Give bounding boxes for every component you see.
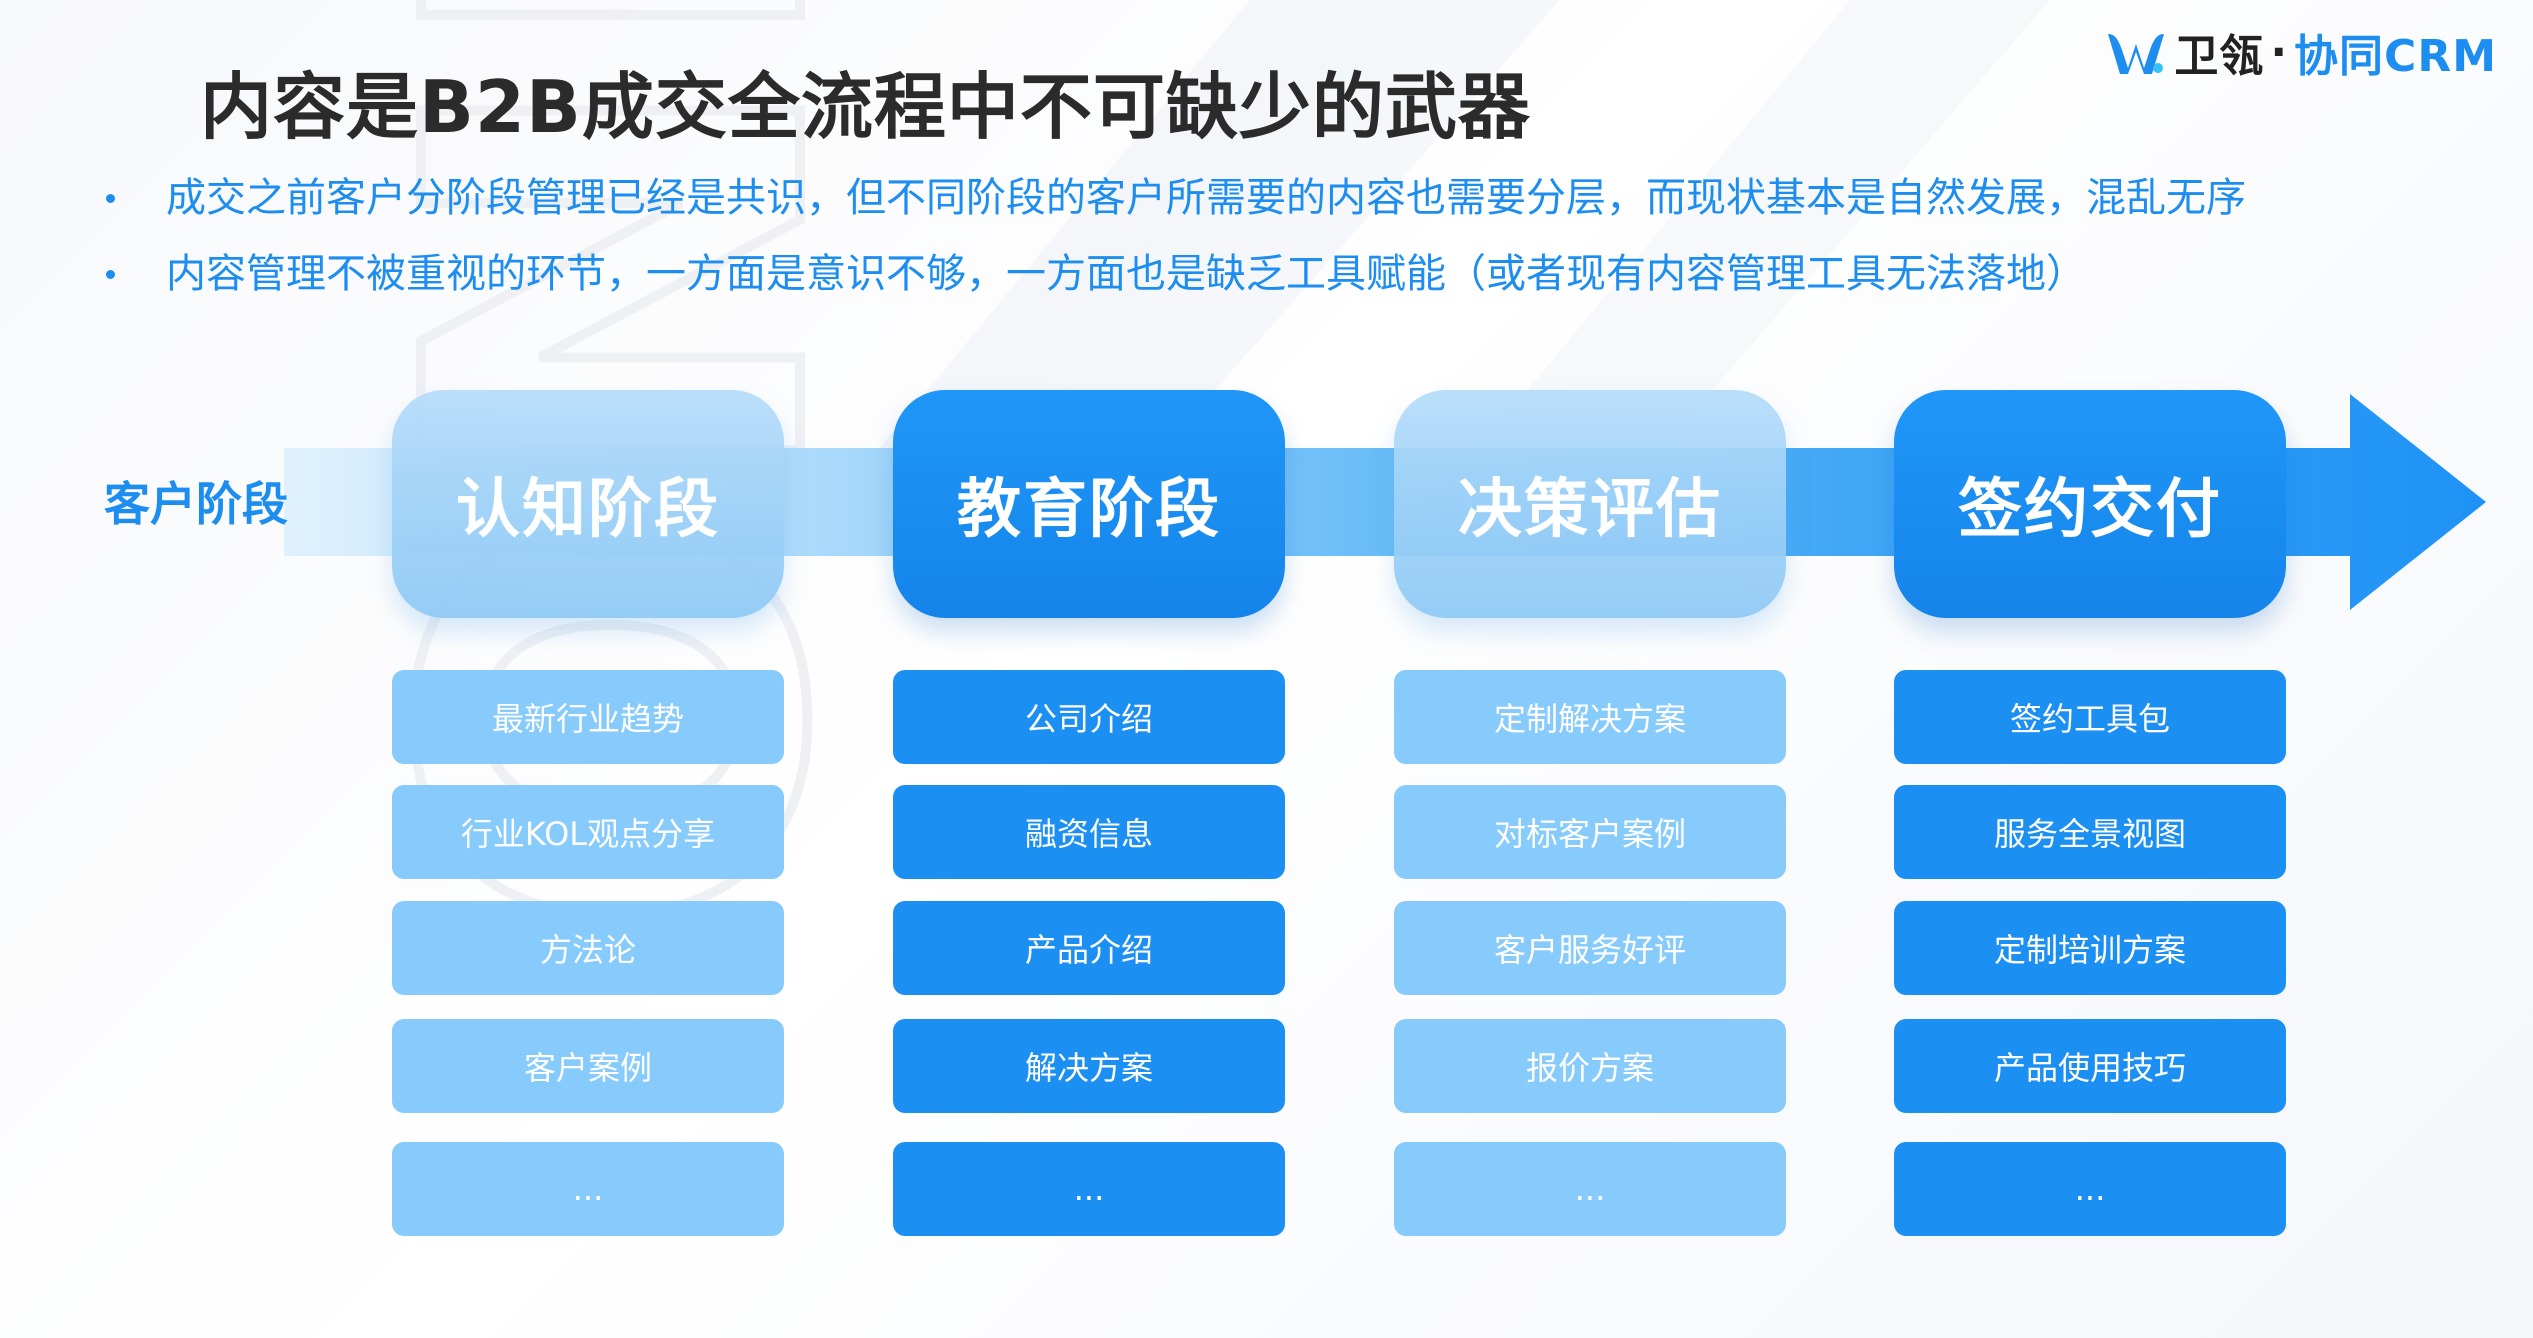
content-card: ... [1894, 1142, 2286, 1236]
brand-product: 协同CRM [2294, 31, 2497, 82]
content-card: 行业KOL观点分享 [392, 785, 784, 879]
content-card: 客户案例 [392, 1019, 784, 1113]
content-card: 定制解决方案 [1394, 670, 1786, 764]
content-card: 产品使用技巧 [1894, 1019, 2286, 1113]
content-card: ... [1394, 1142, 1786, 1236]
content-card: ... [392, 1142, 784, 1236]
brand-dot: · [2270, 26, 2289, 78]
bullet-item: 成交之前客户分阶段管理已经是共识，但不同阶段的客户所需要的内容也需要分层，而现状… [100, 168, 2246, 244]
brand-name: 卫瓴 [2174, 31, 2265, 82]
row-label-customer-stage: 客户阶段 [104, 477, 288, 531]
content-card: 解决方案 [893, 1019, 1285, 1113]
content-card: 融资信息 [893, 785, 1285, 879]
content-card: 产品介绍 [893, 901, 1285, 995]
content-card: 客户服务好评 [1394, 901, 1786, 995]
stage-decision: 决策评估 [1394, 390, 1786, 618]
content-card: 服务全景视图 [1894, 785, 2286, 879]
content-card: 定制培训方案 [1894, 901, 2286, 995]
content-card: ... [893, 1142, 1285, 1236]
stage-awareness: 认知阶段 [392, 390, 784, 618]
content-card: 对标客户案例 [1394, 785, 1786, 879]
bullet-list: 成交之前客户分阶段管理已经是共识，但不同阶段的客户所需要的内容也需要分层，而现状… [100, 168, 2246, 320]
content-card: 方法论 [392, 901, 784, 995]
content-card: 签约工具包 [1894, 670, 2286, 764]
page-title: 内容是B2B成交全流程中不可缺少的武器 [200, 65, 1531, 149]
bullet-item: 内容管理不被重视的环节，一方面是意识不够，一方面也是缺乏工具赋能（或者现有内容管… [100, 244, 2246, 320]
content-card: 报价方案 [1394, 1019, 1786, 1113]
stage-signing: 签约交付 [1894, 390, 2286, 618]
stage-education: 教育阶段 [893, 390, 1285, 618]
content-card: 最新行业趋势 [392, 670, 784, 764]
brand-logo-icon [2108, 34, 2165, 74]
content-card: 公司介绍 [893, 670, 1285, 764]
brand-logo: 卫瓴 · 协同CRM [2106, 24, 2497, 82]
